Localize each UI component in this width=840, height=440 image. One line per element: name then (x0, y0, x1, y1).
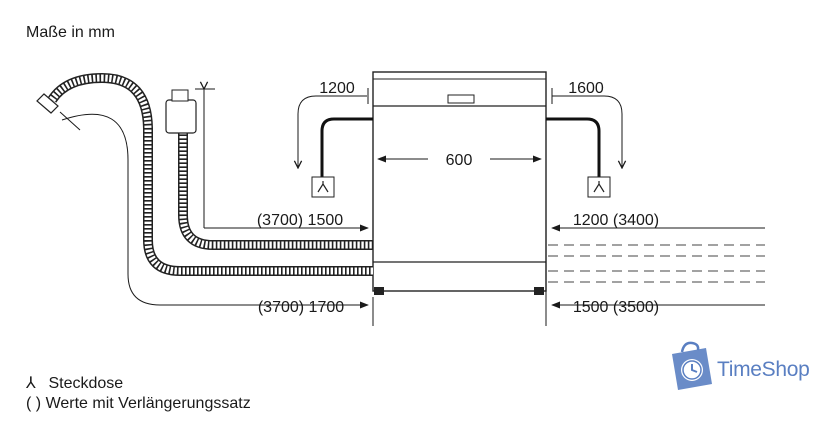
clock-bag-icon (672, 341, 712, 390)
width-dimension: 600 (377, 152, 542, 169)
left-upper-label: (3700) 1500 (257, 212, 343, 229)
right-upper-label: 1200 (3400) (573, 212, 659, 229)
page-title: Maße in mm (26, 24, 115, 41)
right-dimensions: 1200 (3400) 1500 (3500) (545, 212, 765, 326)
right-lower-label: 1500 (3500) (573, 299, 659, 316)
legend-ext-label: Werte mit Verlängerungssatz (45, 395, 251, 412)
drain-hose-outer: (3700) 1700 (36, 72, 373, 316)
drain-right-label: 1600 (568, 80, 604, 97)
drain-left-label: 1200 (319, 80, 355, 97)
socket-icon: ⅄ (26, 375, 36, 392)
timeshop-logo (672, 341, 712, 390)
left-power-cable: 1200 (298, 80, 373, 198)
legend-socket: ⅄ Steckdose (26, 373, 123, 393)
dishwasher-body (372, 71, 547, 295)
right-power-cable: 1600 (546, 80, 622, 198)
legend-socket-label: Steckdose (48, 375, 124, 392)
legend-ext-symbol: ( ) (26, 395, 42, 412)
legend-extension: ( ) Werte mit Verlängerungssatz (26, 395, 251, 413)
drain-hose-inner: (3700) 1500 (165, 89, 373, 250)
extension-dashes (548, 244, 765, 283)
width-label: 600 (446, 152, 473, 169)
watermark-text: TimeShop (717, 358, 810, 381)
left-lower-label: (3700) 1700 (258, 299, 344, 316)
